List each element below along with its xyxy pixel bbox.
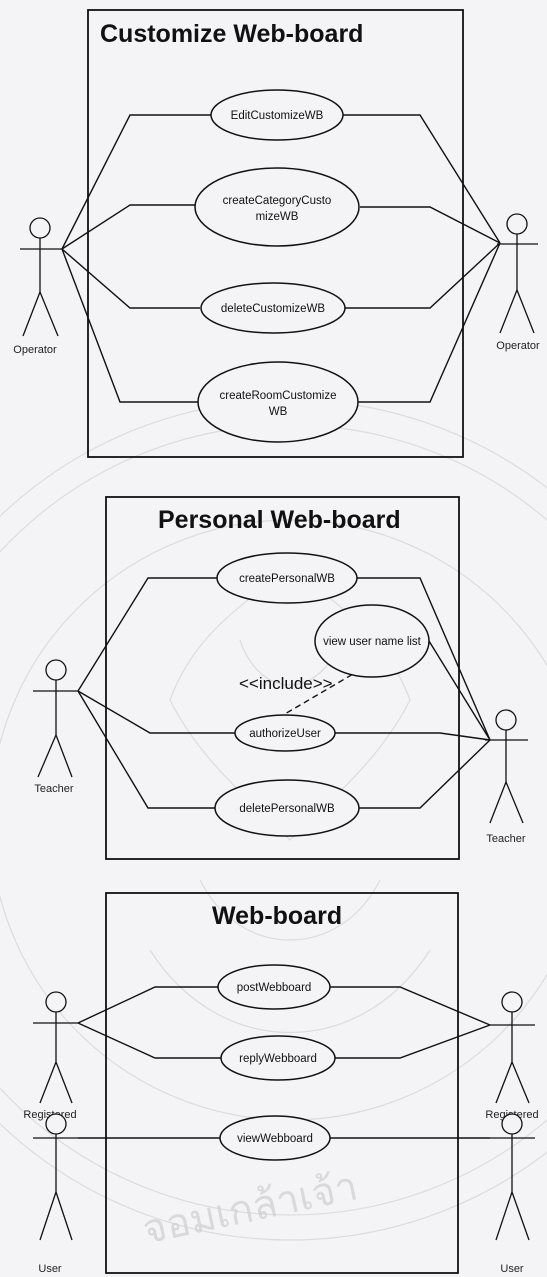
svg-text:Operator: Operator <box>496 340 540 352</box>
diagram-customize-webboard: Customize Web-board EditCustomizeWB crea… <box>13 9 540 458</box>
diagram-webboard: Web-board postWebboard replyWebboard vie… <box>23 892 539 1275</box>
association-line <box>345 242 501 309</box>
actor-user-left: User <box>33 1113 78 1275</box>
svg-text:postWebboard: postWebboard <box>237 982 312 994</box>
actor-registered-left: Registered <box>23 991 78 1121</box>
use-case-edit-customize-wb: EditCustomizeWB <box>210 89 344 141</box>
use-case-reply-webboard: replyWebboard <box>220 1035 336 1081</box>
association-line <box>335 1024 491 1059</box>
actor-operator-right: Operator <box>496 213 540 352</box>
system-boundary <box>105 496 460 860</box>
svg-text:deleteCustomizeWB: deleteCustomizeWB <box>221 303 326 315</box>
system-boundary <box>105 892 459 1274</box>
association-line <box>330 986 491 1026</box>
svg-text:Teacher: Teacher <box>34 783 73 795</box>
use-case-create-personal-wb: createPersonalWB <box>216 552 358 604</box>
actor-operator-left: Operator <box>13 217 62 356</box>
use-case-delete-customize-wb: deleteCustomizeWB <box>200 282 346 334</box>
association-line <box>357 577 491 741</box>
svg-text:Teacher: Teacher <box>486 833 525 845</box>
use-case-create-room-customize-wb: createRoomCustomize WB <box>197 361 359 443</box>
association-line <box>61 248 198 403</box>
use-case-view-user-name-list: view user name list <box>314 604 430 678</box>
use-case-post-webboard: postWebboard <box>217 964 331 1010</box>
actor-registered-right: Registered <box>485 991 539 1121</box>
svg-text:authorizeUser: authorizeUser <box>249 728 321 740</box>
svg-text:createRoomCustomize: createRoomCustomize <box>220 390 337 402</box>
use-case-delete-personal-wb: deletePersonalWB <box>214 779 360 837</box>
association-line <box>428 640 491 741</box>
use-case-authorize-user: authorizeUser <box>234 714 336 752</box>
diagram-title: Personal Web-board <box>158 506 401 534</box>
association-line <box>61 248 200 309</box>
use-case-view-webboard: viewWebboard <box>219 1115 331 1161</box>
svg-text:mizeWB: mizeWB <box>256 211 299 223</box>
svg-text:view user name list: view user name list <box>323 636 422 648</box>
svg-text:viewWebboard: viewWebboard <box>237 1133 313 1145</box>
association-line <box>334 732 491 741</box>
actor-user-right: User <box>490 1113 535 1275</box>
association-line <box>357 242 501 403</box>
svg-text:createCategoryCusto: createCategoryCusto <box>223 195 332 207</box>
include-label: <<include>> <box>239 674 333 693</box>
association-line <box>77 690 215 809</box>
association-line <box>359 739 491 809</box>
watermark-text: จอมเกล้าเจ้า <box>139 1163 362 1253</box>
association-line <box>360 206 501 244</box>
association-line <box>61 204 195 250</box>
svg-text:deletePersonalWB: deletePersonalWB <box>239 803 335 815</box>
use-case-create-category-customize-wb: createCategoryCusto mizeWB <box>194 167 360 247</box>
svg-text:createPersonalWB: createPersonalWB <box>239 573 335 585</box>
association-line <box>77 1022 222 1059</box>
svg-text:WB: WB <box>269 406 288 418</box>
svg-text:replyWebboard: replyWebboard <box>239 1053 317 1065</box>
diagram-personal-webboard: Personal Web-board <<include>> createPer… <box>33 496 528 860</box>
svg-text:EditCustomizeWB: EditCustomizeWB <box>231 110 324 122</box>
diagram-title: Web-board <box>212 902 342 930</box>
association-line <box>77 986 218 1024</box>
association-line <box>61 114 212 250</box>
diagram-title: Customize Web-board <box>100 20 363 48</box>
actor-teacher-left: Teacher <box>33 659 78 795</box>
actor-teacher-right: Teacher <box>485 709 528 845</box>
system-boundary <box>87 9 464 458</box>
svg-text:User: User <box>38 1263 62 1275</box>
association-line <box>77 690 237 734</box>
association-line <box>343 114 501 244</box>
svg-text:Operator: Operator <box>13 344 57 356</box>
svg-text:User: User <box>500 1263 524 1275</box>
association-line <box>77 577 218 692</box>
